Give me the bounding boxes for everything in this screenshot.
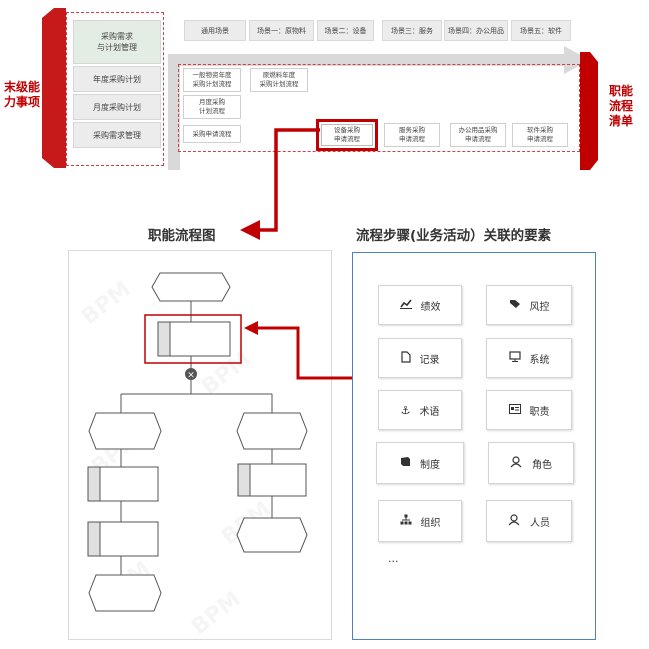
tab-services[interactable]: 场景三：服务 xyxy=(382,20,442,41)
tab-raw-materials[interactable]: 场景一：原物料 xyxy=(249,20,314,41)
element-system[interactable]: 系统 xyxy=(486,338,572,378)
users-icon xyxy=(508,513,521,529)
red-connector-arrow xyxy=(240,128,320,240)
element-responsibility[interactable]: 职责 xyxy=(486,390,572,430)
element-organization[interactable]: 组织 xyxy=(378,500,462,542)
process-list xyxy=(178,64,580,152)
element-role[interactable]: 角色 xyxy=(488,442,574,484)
org-chart-icon xyxy=(400,514,412,528)
element-risk-control[interactable]: 风控 xyxy=(486,285,572,325)
capability-list xyxy=(66,12,164,166)
anchor-icon: ⚓ xyxy=(400,403,411,417)
svg-text:×: × xyxy=(187,371,195,381)
gray-flow-arrow xyxy=(168,46,590,170)
process-item[interactable]: 采购申请流程 xyxy=(183,125,241,143)
left-red-arrow-bar xyxy=(42,8,66,168)
user-role-icon xyxy=(510,455,523,471)
process-item[interactable]: 服务采购申请流程 xyxy=(384,123,440,147)
book-icon xyxy=(400,456,411,470)
capability-item[interactable]: 采购需求管理 xyxy=(73,122,161,148)
process-list-label: 职能流程清单 xyxy=(608,84,633,128)
tab-general[interactable]: 通用场景 xyxy=(184,20,246,41)
chart-line-icon xyxy=(399,298,412,312)
element-personnel[interactable]: 人员 xyxy=(486,500,572,542)
process-item[interactable]: 一般物资年度采购计划流程 xyxy=(183,68,241,92)
process-item[interactable]: 原燃料年度采购计划流程 xyxy=(250,68,308,92)
element-policy[interactable]: 制度 xyxy=(376,442,464,484)
more-elements-ellipsis: ... xyxy=(388,552,399,565)
capability-label: 末级能力事项 xyxy=(3,80,40,109)
capability-item[interactable]: 月度采购计划 xyxy=(73,94,161,120)
tab-equipment[interactable]: 场景二：设备 xyxy=(317,20,374,41)
capability-item[interactable]: 采购需求与计划管理 xyxy=(73,20,161,64)
id-card-icon xyxy=(508,403,521,417)
process-item-selected[interactable]: 设备采购申请流程 xyxy=(316,119,378,151)
flow-chart-diagram: × xyxy=(87,272,308,612)
tags-icon xyxy=(509,298,521,312)
elements-title: 流程步骤(业务活动）关联的要素 xyxy=(356,228,552,244)
element-record[interactable]: 记录 xyxy=(378,338,462,378)
document-icon xyxy=(400,350,411,366)
right-red-arrow-bar xyxy=(580,52,598,170)
flow-chart-title: 职能流程图 xyxy=(148,228,216,244)
process-item[interactable]: 办公用品采购申请流程 xyxy=(450,123,506,147)
element-terminology[interactable]: ⚓术语 xyxy=(378,390,462,430)
tab-software[interactable]: 场景五：软件 xyxy=(511,20,571,41)
element-performance[interactable]: 绩效 xyxy=(378,285,462,325)
red-link-arrow xyxy=(244,321,354,380)
process-item[interactable]: 软件采购申请流程 xyxy=(512,123,568,147)
process-item[interactable]: 月度采购计划流程 xyxy=(183,95,241,119)
monitor-icon xyxy=(508,351,521,365)
capability-item[interactable]: 年度采购计划 xyxy=(73,66,161,92)
tab-office-supplies[interactable]: 场景四：办公用品 xyxy=(444,20,508,41)
